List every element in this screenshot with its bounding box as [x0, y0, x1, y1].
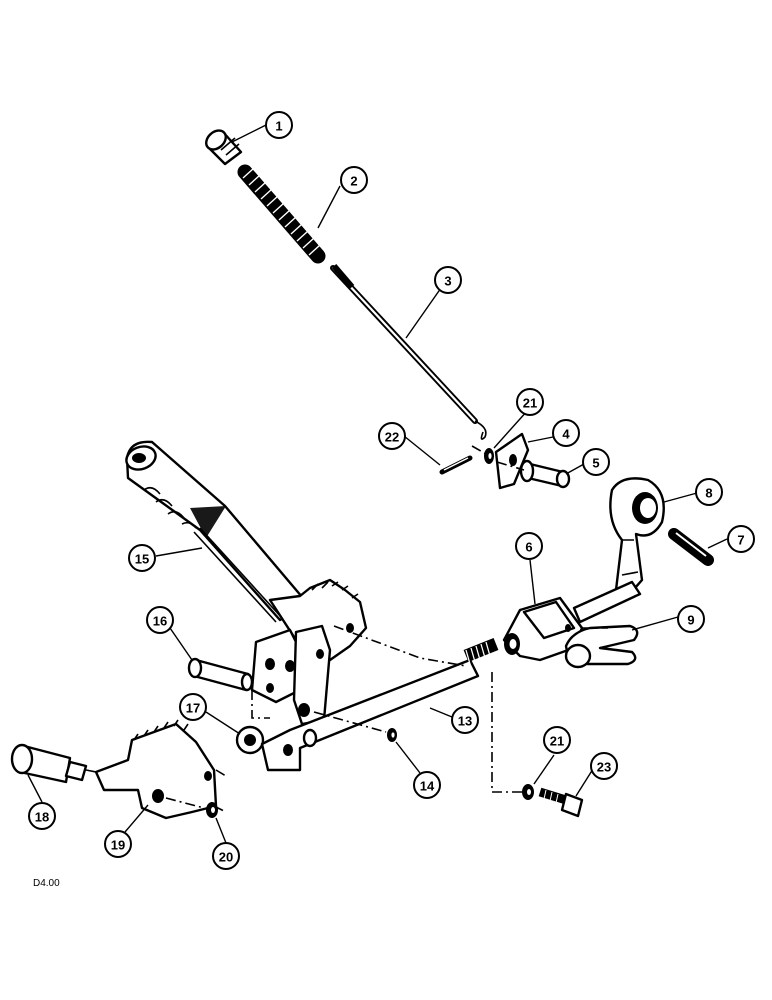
pivot-pin-part — [187, 657, 254, 692]
svg-text:21: 21 — [523, 396, 537, 411]
callout-5: 5 — [582, 448, 610, 476]
bolt-part — [538, 787, 584, 818]
callout-19: 19 — [104, 830, 132, 858]
washer-upper-part — [484, 448, 494, 464]
callout-9: 9 — [677, 605, 705, 633]
callout-16: 16 — [146, 606, 174, 634]
cotter-pin-part — [439, 455, 473, 475]
spring-part — [237, 164, 326, 264]
svg-text:8: 8 — [705, 486, 712, 501]
svg-text:5: 5 — [592, 456, 599, 471]
lever-base-part — [250, 624, 332, 726]
bushing-part — [235, 725, 265, 755]
svg-text:19: 19 — [111, 838, 125, 853]
spring-clip-part — [564, 624, 639, 669]
small-washer-part — [206, 802, 218, 818]
callout-2: 2 — [340, 166, 368, 194]
svg-text:21: 21 — [550, 734, 564, 749]
clevis-pin-part — [519, 459, 571, 489]
bellcrank-arm-part — [609, 477, 665, 598]
leader-lines — [27, 124, 728, 844]
link-arm-part — [572, 580, 642, 624]
callout-3: 3 — [434, 266, 462, 294]
callout-4: 4 — [552, 419, 580, 447]
svg-text:15: 15 — [135, 552, 149, 567]
svg-text:3: 3 — [444, 274, 451, 289]
callout-13: 13 — [451, 706, 479, 734]
callout-15: 15 — [128, 544, 156, 572]
svg-text:2: 2 — [350, 174, 357, 189]
callout-17: 17 — [179, 693, 207, 721]
callout-8: 8 — [695, 478, 723, 506]
svg-text:14: 14 — [420, 779, 435, 794]
centerlines — [85, 445, 608, 813]
clevis-yoke-part — [502, 596, 584, 662]
svg-text:6: 6 — [525, 540, 532, 555]
segment-arm-part — [94, 719, 218, 820]
callout-21-upper: 21 — [516, 388, 544, 416]
svg-text:17: 17 — [186, 701, 200, 716]
svg-text:16: 16 — [153, 614, 167, 629]
callout-21-lower: 21 — [543, 726, 571, 754]
svg-text:4: 4 — [562, 427, 570, 442]
knob-cap-part — [205, 129, 243, 166]
hand-lever-part — [125, 440, 310, 623]
svg-text:1: 1 — [275, 119, 282, 134]
callout-20: 20 — [212, 842, 240, 870]
svg-text:13: 13 — [458, 714, 472, 729]
svg-text:9: 9 — [687, 613, 694, 628]
callout-22: 22 — [378, 422, 406, 450]
pedal-grip-part — [10, 743, 88, 784]
washer-lower-part — [522, 784, 534, 800]
svg-text:22: 22 — [385, 430, 399, 445]
rod-part — [330, 264, 487, 440]
figure-code: D4.00 — [33, 878, 60, 889]
svg-text:7: 7 — [737, 533, 744, 548]
callout-18: 18 — [28, 802, 56, 830]
svg-text:20: 20 — [219, 850, 233, 865]
nut-part — [387, 728, 397, 742]
svg-text:18: 18 — [35, 810, 49, 825]
roll-pin-part — [668, 528, 714, 566]
callout-23: 23 — [590, 752, 618, 780]
callout-1: 1 — [265, 111, 293, 139]
callout-7: 7 — [727, 525, 755, 553]
callout-14: 14 — [413, 771, 441, 799]
callout-6: 6 — [515, 532, 543, 560]
svg-text:23: 23 — [597, 760, 611, 775]
cross-rod-part — [260, 637, 499, 772]
